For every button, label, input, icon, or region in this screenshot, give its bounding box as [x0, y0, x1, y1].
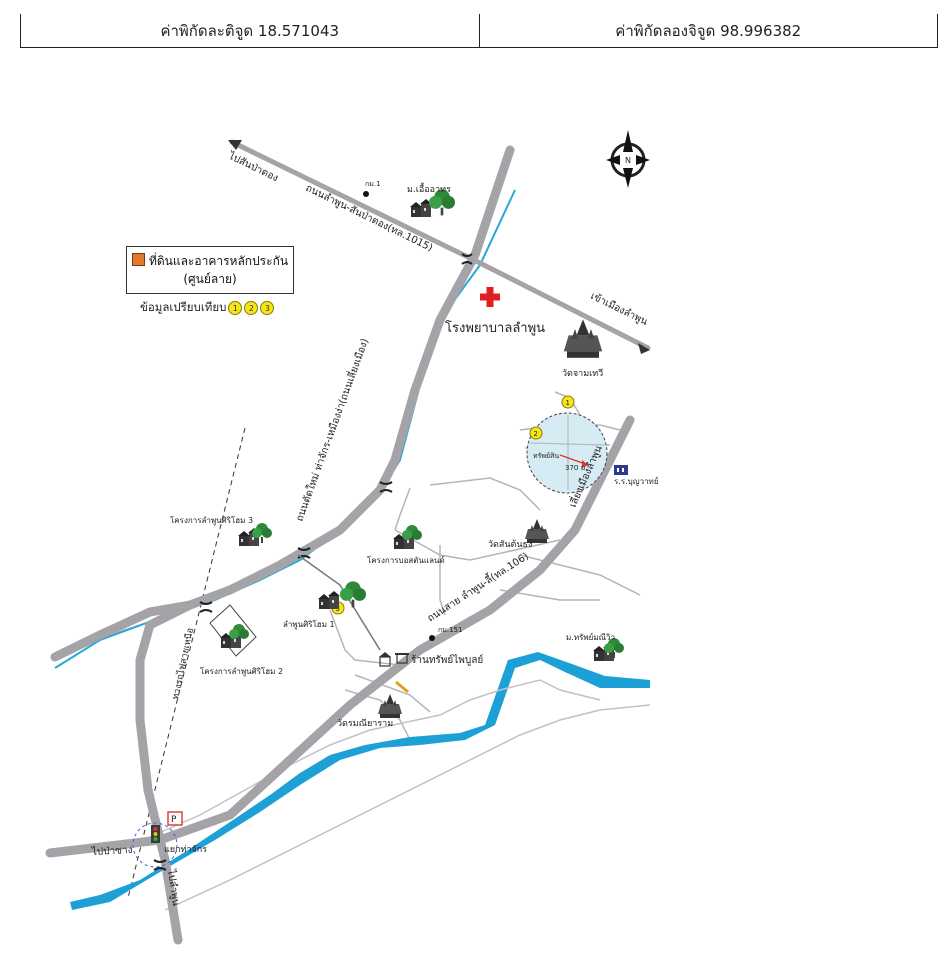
parking-icon: P	[167, 811, 183, 826]
comparison-marker-2: 2	[529, 426, 543, 440]
srihome3-label: โครงการลำพูนศิริโฮม 3	[170, 515, 253, 526]
compass-label: N	[625, 156, 631, 165]
school-icon	[614, 465, 628, 475]
legend-note-text: ข้อมูลเปรียบเทียบ	[140, 300, 227, 314]
svg-text:P: P	[171, 815, 177, 825]
srihome3-icon	[238, 523, 272, 546]
junction-circle	[132, 822, 178, 868]
boston-land-icon	[393, 525, 422, 549]
property-radius-circle	[526, 412, 608, 494]
legend-note: ข้อมูลเปรียบเทียบ 1 2 3	[140, 299, 275, 317]
wat-rommaneeyaram-label: วัดรมณียาราม	[337, 718, 393, 729]
comparison-marker-1: 1	[561, 395, 575, 409]
km151-label: กม.151	[438, 626, 462, 634]
new-road-label: ถนนตัดใหม่ ท่าจักร-เหมืองง่า(ถนนเลี่ยงเม…	[292, 336, 371, 523]
compass-icon: N	[606, 130, 650, 188]
legend-subtitle: (ศูนย์ลาย)	[183, 272, 237, 286]
junction-label: แยกท่าจักร	[164, 845, 207, 855]
srihome1-label: ลำพูนศิริโฮม 1	[283, 619, 335, 630]
km1-label: กม.1	[365, 180, 381, 188]
svg-text:2: 2	[534, 430, 538, 438]
legend-swatch	[131, 253, 145, 266]
svg-text:1: 1	[566, 399, 570, 407]
latitude-value: ค่าพิกัดละติจูด 18.571043	[160, 21, 340, 40]
bridges	[153, 253, 473, 871]
shop-icon	[395, 653, 409, 664]
railway-label: ทางรถไฟสายเหนือ	[170, 627, 196, 701]
m-uea-arthorn-label: ม.เอื้ออาทร	[407, 182, 451, 195]
to-lamphun-label: ไปลำพูน	[165, 868, 182, 907]
bank-icon	[379, 652, 391, 667]
wat-chamathewi-icon	[563, 319, 603, 358]
legend-title: ที่ดินและอาคารหลักประกัน	[148, 254, 289, 268]
svg-text:3: 3	[336, 605, 340, 613]
wat-rommaneeyaram-icon	[378, 694, 402, 718]
school-label: ร.ร.บุญวาทย์	[614, 476, 659, 486]
m-sompong-label: ม.ทรัพย์มณีวิว	[566, 632, 615, 642]
hospital-icon	[479, 286, 501, 308]
legend-marker-1: 1	[228, 301, 243, 315]
srihome2-label: โครงการลำพูนศิริโฮม 2	[200, 666, 283, 677]
boston-land-label: โครงการบอสตันแลนด์	[367, 555, 445, 565]
shop-label: ร้านทรัพย์ไพบูลย์	[411, 654, 483, 666]
wat-santonthong-label: วัดสันต้นธง	[488, 539, 532, 550]
legend-box: ที่ดินและอาคารหลักประกัน (ศูนย์ลาย)	[126, 246, 294, 294]
longitude-value: ค่าพิกัดลองจิจูด 98.996382	[478, 14, 938, 47]
hospital-label: โรงพยาบาลลำพูน	[445, 320, 545, 336]
srihome2-icon	[209, 604, 257, 657]
to-pasang2-label: ไปป่าซาง	[91, 844, 133, 858]
legend-marker-3: 3	[260, 301, 275, 315]
legend-marker-2: 2	[244, 301, 259, 315]
main-roads	[45, 145, 635, 945]
fuel-mark	[395, 680, 409, 694]
distance-label: 370 ม.	[565, 464, 587, 472]
wat-chamathewi-label: วัดจามเทวี	[562, 368, 603, 379]
coordinate-bar: ค่าพิกัดละติจูด 18.571043 ค่าพิกัดลองจิจ…	[20, 14, 938, 48]
river	[70, 652, 650, 910]
site-label: ทรัพย์สิน	[533, 452, 559, 460]
